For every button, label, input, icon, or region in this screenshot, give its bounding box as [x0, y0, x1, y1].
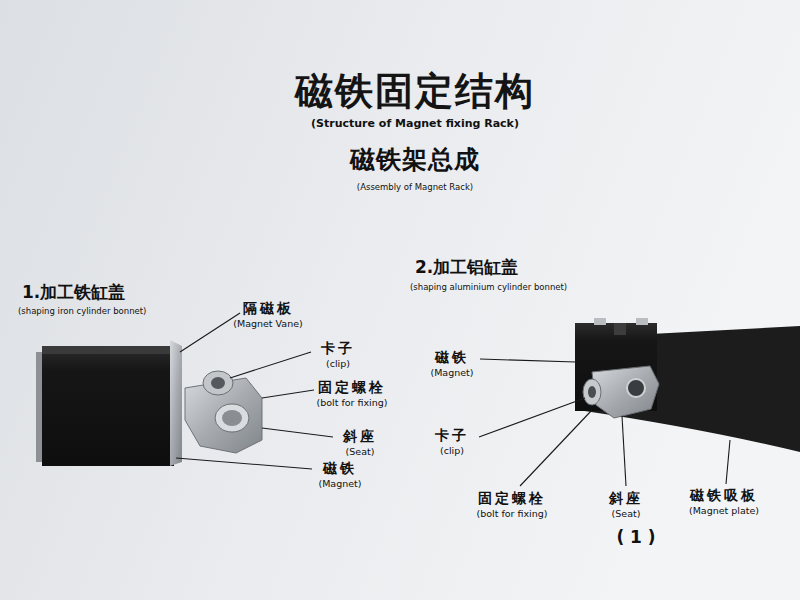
- magnet-block: [42, 346, 174, 466]
- part-label-en: (clip): [440, 446, 464, 457]
- magnet-vane: [170, 340, 182, 466]
- section-heading: 2.加工铝缸盖: [415, 258, 518, 278]
- leader-line: [262, 390, 314, 398]
- part-label: 磁铁: [323, 460, 357, 476]
- seat-hole: [627, 379, 645, 397]
- section-heading-en: (shaping aluminium cylinder bonnet): [410, 283, 567, 293]
- part-label: 卡子: [321, 340, 355, 356]
- subtitle: 磁铁架总成: [350, 146, 480, 175]
- magnet-slot: [614, 323, 626, 335]
- leader-line: [176, 458, 312, 469]
- part-label: 隔磁板: [243, 300, 294, 316]
- section-heading-en: (shaping iron cylinder bonnet): [18, 307, 146, 317]
- magnet-tab: [594, 318, 606, 325]
- seat-hole: [215, 404, 249, 432]
- figure-number: ( 1 ): [616, 528, 655, 548]
- leader-line: [520, 410, 592, 486]
- leader-line: [479, 398, 585, 437]
- part-label: 固定螺栓: [478, 490, 546, 506]
- part-label: 斜座: [343, 428, 377, 444]
- leader-line: [726, 440, 730, 484]
- part-label: 磁铁: [435, 349, 469, 365]
- part-label-en: (Magnet plate): [689, 506, 759, 517]
- magnet-top-edge: [42, 346, 174, 354]
- part-label: 斜座: [609, 490, 643, 506]
- leader-line: [180, 313, 240, 352]
- clip-hole: [211, 377, 225, 389]
- part-label: 卡子: [435, 427, 469, 443]
- clip: [203, 371, 233, 395]
- clip: [583, 379, 601, 405]
- subtitle-en: (Assembly of Magnet Rack): [357, 183, 473, 193]
- part-label: 固定螺栓: [318, 379, 386, 395]
- subtitle-en: (Structure of Magnet fixing Rack): [311, 118, 519, 131]
- leader-lines: [176, 313, 730, 486]
- diagram-title: 磁铁固定结构: [295, 70, 535, 114]
- part-label-en: (Magnet): [318, 479, 361, 490]
- iron-bonnet-assembly: [36, 340, 262, 466]
- leader-line: [230, 352, 311, 378]
- aluminium-bonnet-assembly: [575, 318, 800, 452]
- part-label-en: (bolt for fixing): [476, 509, 547, 520]
- part-label-en: (bolt for fixing): [316, 398, 387, 409]
- seat: [592, 366, 659, 418]
- section-heading: 1.加工铁缸盖: [22, 283, 125, 303]
- clip-hole: [588, 386, 596, 398]
- magnet-tab: [636, 318, 648, 325]
- leader-line: [262, 428, 333, 437]
- leader-line: [480, 359, 576, 362]
- part-label: 磁铁吸板: [690, 487, 758, 503]
- part-label-en: (clip): [326, 359, 350, 370]
- part-label-en: (Magnet): [430, 368, 473, 379]
- seat-hole-inner: [222, 410, 242, 426]
- part-label-en: (Seat): [612, 509, 641, 520]
- part-label-en: (Magnet Vane): [233, 319, 303, 330]
- part-label-en: (Seat): [346, 447, 375, 458]
- leader-line: [622, 416, 626, 486]
